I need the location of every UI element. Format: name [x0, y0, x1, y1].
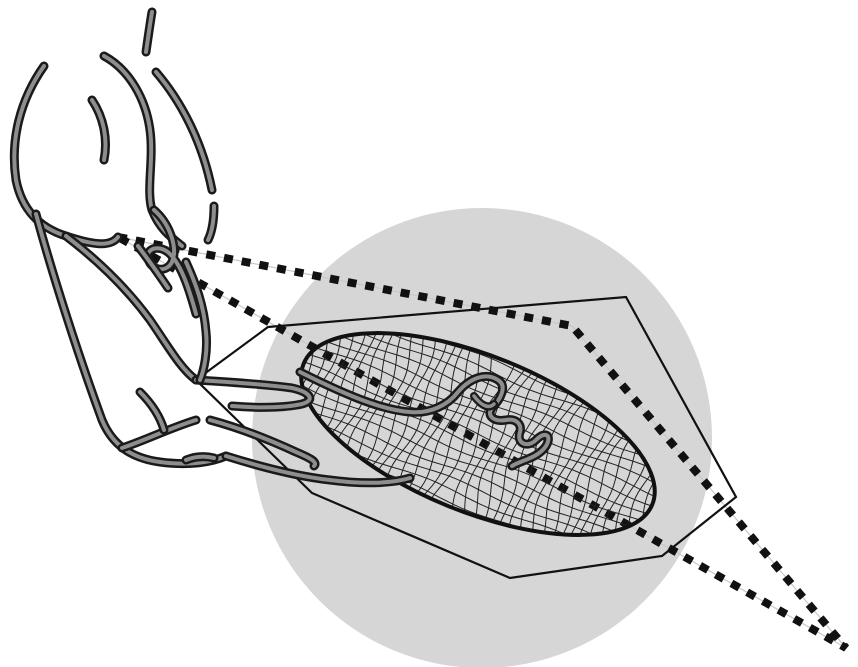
limb-stroke-outline — [156, 72, 212, 190]
